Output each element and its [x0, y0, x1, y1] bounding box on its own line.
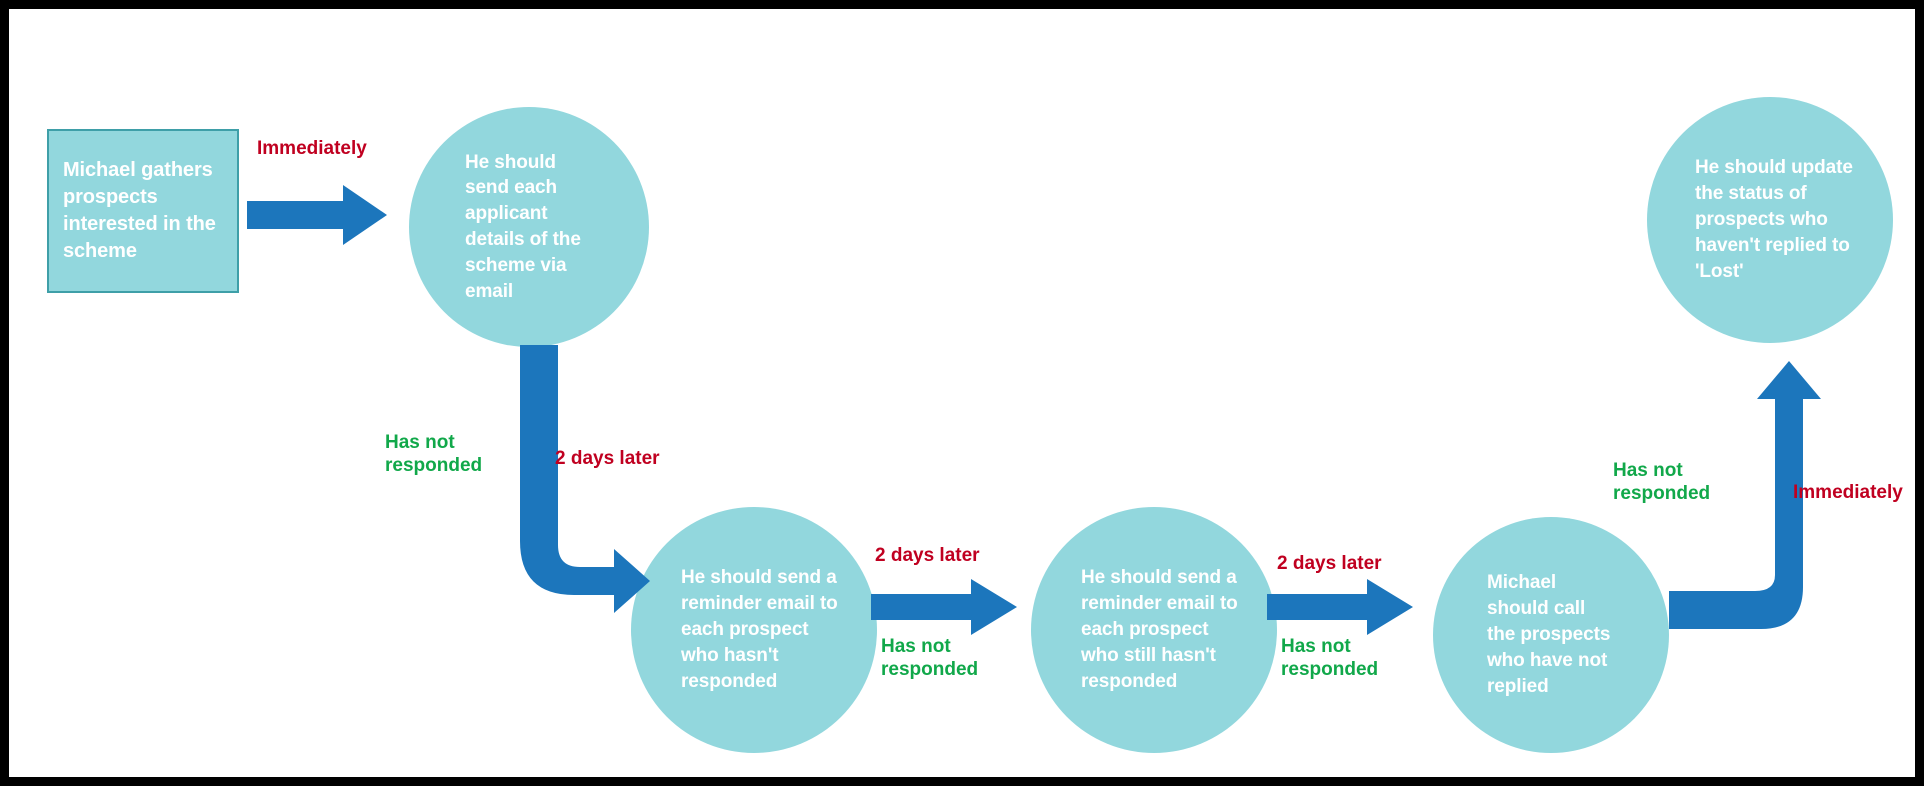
- node-step4-label: Michael should call the prospects who ha…: [1487, 572, 1611, 697]
- arrow-start-to-step1: [247, 185, 387, 245]
- edge-label-step4-step5-condition: Has not responded: [1613, 460, 1711, 505]
- edge-label-step3-step4-condition: Has not responded: [1281, 636, 1379, 681]
- diagram-canvas: Michael gathers prospects interested in …: [9, 9, 1915, 777]
- arrow-step2-to-step3: [871, 579, 1017, 635]
- node-step4[interactable]: Michael should call the prospects who ha…: [1433, 517, 1669, 753]
- edge-label-step3-step4-time: 2 days later: [1277, 553, 1382, 574]
- node-step2[interactable]: He should send a reminder email to each …: [631, 507, 877, 753]
- node-start-label: Michael gathers prospects interested in …: [63, 158, 216, 263]
- node-start[interactable]: Michael gathers prospects interested in …: [47, 129, 239, 293]
- edge-label-step4-step5-time: Immediately: [1793, 482, 1903, 503]
- edge-label-start-step1-time: Immediately: [257, 138, 367, 159]
- arrow-step1-to-step2: [520, 345, 650, 613]
- edge-label-step1-step2-time: 2 days later: [555, 448, 660, 469]
- edge-label-step1-step2-condition: Has not responded: [385, 432, 483, 477]
- node-step1-label: He should send each applicant details of…: [465, 151, 581, 302]
- arrow-step3-to-step4: [1267, 579, 1413, 635]
- node-step3[interactable]: He should send a reminder email to each …: [1031, 507, 1277, 753]
- node-step5-label: He should update the status of prospects…: [1695, 157, 1853, 282]
- edge-label-step2-step3-condition: Has not responded: [881, 636, 979, 681]
- node-step2-label: He should send a reminder email to each …: [681, 567, 838, 692]
- node-step1[interactable]: He should send each applicant details of…: [409, 107, 649, 347]
- node-step3-label: He should send a reminder email to each …: [1081, 567, 1238, 692]
- arrow-step4-to-step5: [1669, 361, 1821, 629]
- edge-label-step2-step3-time: 2 days later: [875, 545, 980, 566]
- node-step5[interactable]: He should update the status of prospects…: [1647, 97, 1893, 343]
